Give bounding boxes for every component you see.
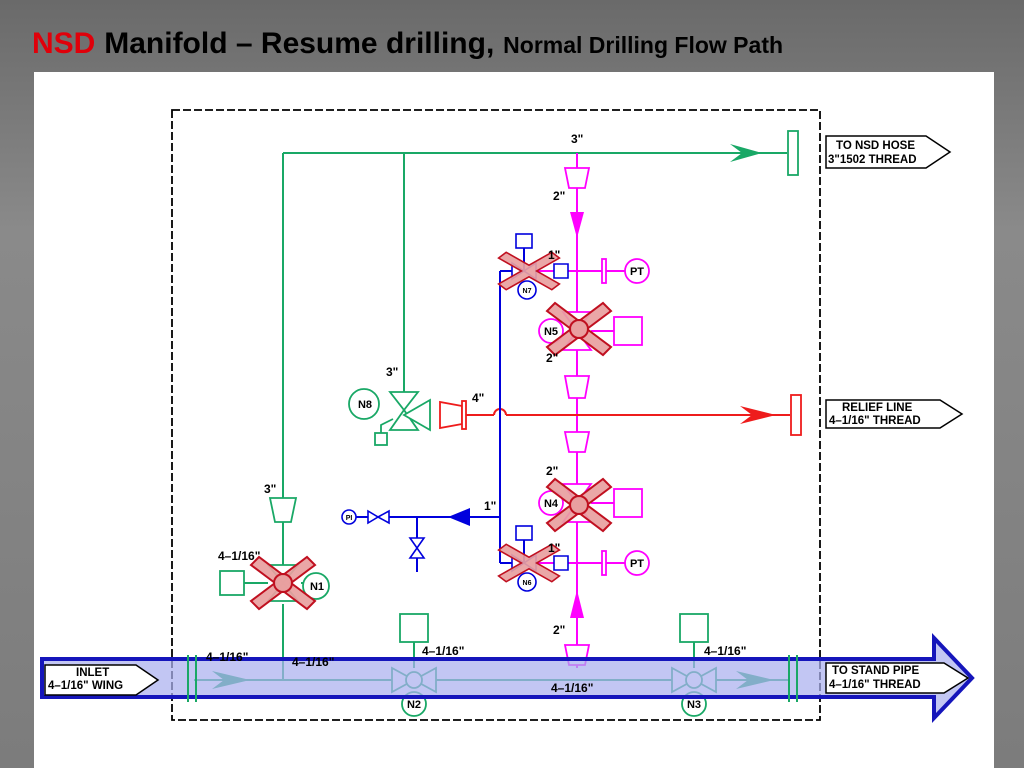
n5-actuator (613, 316, 643, 346)
arrow-green-top (730, 144, 762, 162)
size-left-3in: 3" (264, 482, 276, 496)
n6-flange (553, 555, 569, 571)
pi-gauge (341, 509, 357, 525)
size-top-3in: 3" (571, 132, 583, 146)
drain-valve-top (408, 537, 426, 550)
arrow-red (740, 406, 776, 424)
size-inlet-4116: 4–1/16" (206, 650, 248, 664)
n1-tag (302, 572, 330, 600)
node-n7-label: N7 (523, 288, 532, 295)
title-main: Manifold – Resume drilling, (104, 27, 495, 60)
size-relief-4in: 4" (472, 391, 484, 405)
relief-end-flange (790, 394, 802, 436)
n7-flange (553, 263, 569, 279)
callout-inlet (44, 664, 160, 696)
node-n6-label: N6 (523, 580, 532, 587)
size-n4-2in: 2" (546, 464, 558, 478)
pt-top-label: PT (630, 266, 644, 278)
n4-actuator (613, 488, 643, 518)
nsd-hose-text-1: TO NSD HOSE (836, 140, 915, 152)
title-subtitle: Normal Drilling Flow Path (503, 32, 784, 58)
node-n2-label: N2 (407, 699, 421, 711)
skid-boundary (171, 109, 821, 721)
arrow-magenta-up (570, 590, 584, 618)
size-n6-1in: 1" (548, 541, 560, 555)
n8-actuator (374, 432, 388, 446)
n7-tag (517, 280, 537, 300)
arrow-blue (448, 508, 470, 526)
size-n7-1in: 1" (548, 248, 560, 262)
size-bottom-2in: 2" (553, 623, 565, 637)
inlet-text-2: 4–1/16" WING (48, 680, 123, 692)
size-n1-4116: 4–1/16" (218, 549, 260, 563)
n7-closed-marker (497, 251, 561, 291)
stand-text-1: TO STAND PIPE (832, 665, 919, 677)
inlet-text-1: INLET (76, 667, 109, 679)
pt-bottom-label: PT (630, 558, 644, 570)
size-pi-1in: 1" (484, 499, 496, 513)
arrow-magenta-down (570, 212, 584, 238)
reducer-n1-top (268, 497, 298, 523)
red-relief-line (466, 408, 790, 416)
reducer-top (563, 167, 591, 189)
node-n3-label: N3 (687, 699, 701, 711)
relief-flange (461, 400, 467, 430)
pi-valve-left (367, 509, 380, 525)
n6-actuator (515, 525, 533, 541)
node-n1-label: N1 (310, 581, 324, 593)
pt-bottom-flange (601, 550, 607, 576)
closed-valve-markers (249, 251, 613, 611)
top-end-flange (787, 130, 799, 176)
relief-reducer (439, 400, 463, 430)
callout-stand-pipe (825, 662, 970, 694)
reducer-n4-above (563, 431, 591, 453)
pt-bottom-gauge (624, 550, 650, 576)
size-inlet-4116-b: 4–1/16" (292, 655, 334, 669)
size-top-2in: 2" (553, 189, 565, 203)
n1-actuator (219, 570, 245, 596)
title-nsd: NSD (32, 27, 96, 60)
drain-valve-bottom (408, 546, 426, 559)
normal-flow-path-arrow (40, 632, 975, 724)
slide-title: NSD Manifold – Resume drilling, Normal D… (32, 24, 783, 61)
reducer-n5-below (563, 375, 591, 399)
nsd-hose-text-2: 3"1502 THREAD (828, 154, 917, 166)
n8-valve-right (402, 398, 431, 432)
pt-top-gauge (624, 258, 650, 284)
n1-closed-marker (249, 555, 317, 611)
relief-text-1: RELIEF LINE (842, 402, 913, 414)
n8-actuator-link (380, 418, 394, 433)
n5-closed-marker (545, 301, 613, 357)
pi-label: PI (346, 515, 353, 522)
relief-text-2: 4–1/16" THREAD (829, 415, 921, 427)
size-n5-2in: 2" (546, 351, 558, 365)
callout-nsd-hose (825, 135, 952, 169)
n2-actuator (399, 613, 429, 643)
size-n3-4116: 4–1/16" (704, 644, 746, 658)
size-bottom-4116: 4–1/16" (551, 681, 593, 695)
node-n5-label: N5 (544, 326, 558, 338)
node-n8-label: N8 (358, 399, 372, 411)
size-n8-3in: 3" (386, 365, 398, 379)
n3-actuator (679, 613, 709, 643)
magenta-lines (537, 153, 625, 668)
pt-top-flange (601, 258, 607, 284)
stand-text-2: 4–1/16" THREAD (829, 679, 921, 691)
node-n4-label: N4 (544, 498, 559, 510)
n8-valve-top (388, 391, 420, 412)
n8-tag (348, 388, 380, 420)
callout-relief-line (825, 399, 964, 429)
n4-closed-marker (545, 477, 613, 533)
pi-valve-right (376, 509, 390, 525)
n6-tag (517, 572, 537, 592)
blue-lines (356, 246, 525, 572)
n6-closed-marker (497, 543, 561, 583)
size-n2-4116: 4–1/16" (422, 644, 464, 658)
n7-actuator (515, 233, 533, 249)
